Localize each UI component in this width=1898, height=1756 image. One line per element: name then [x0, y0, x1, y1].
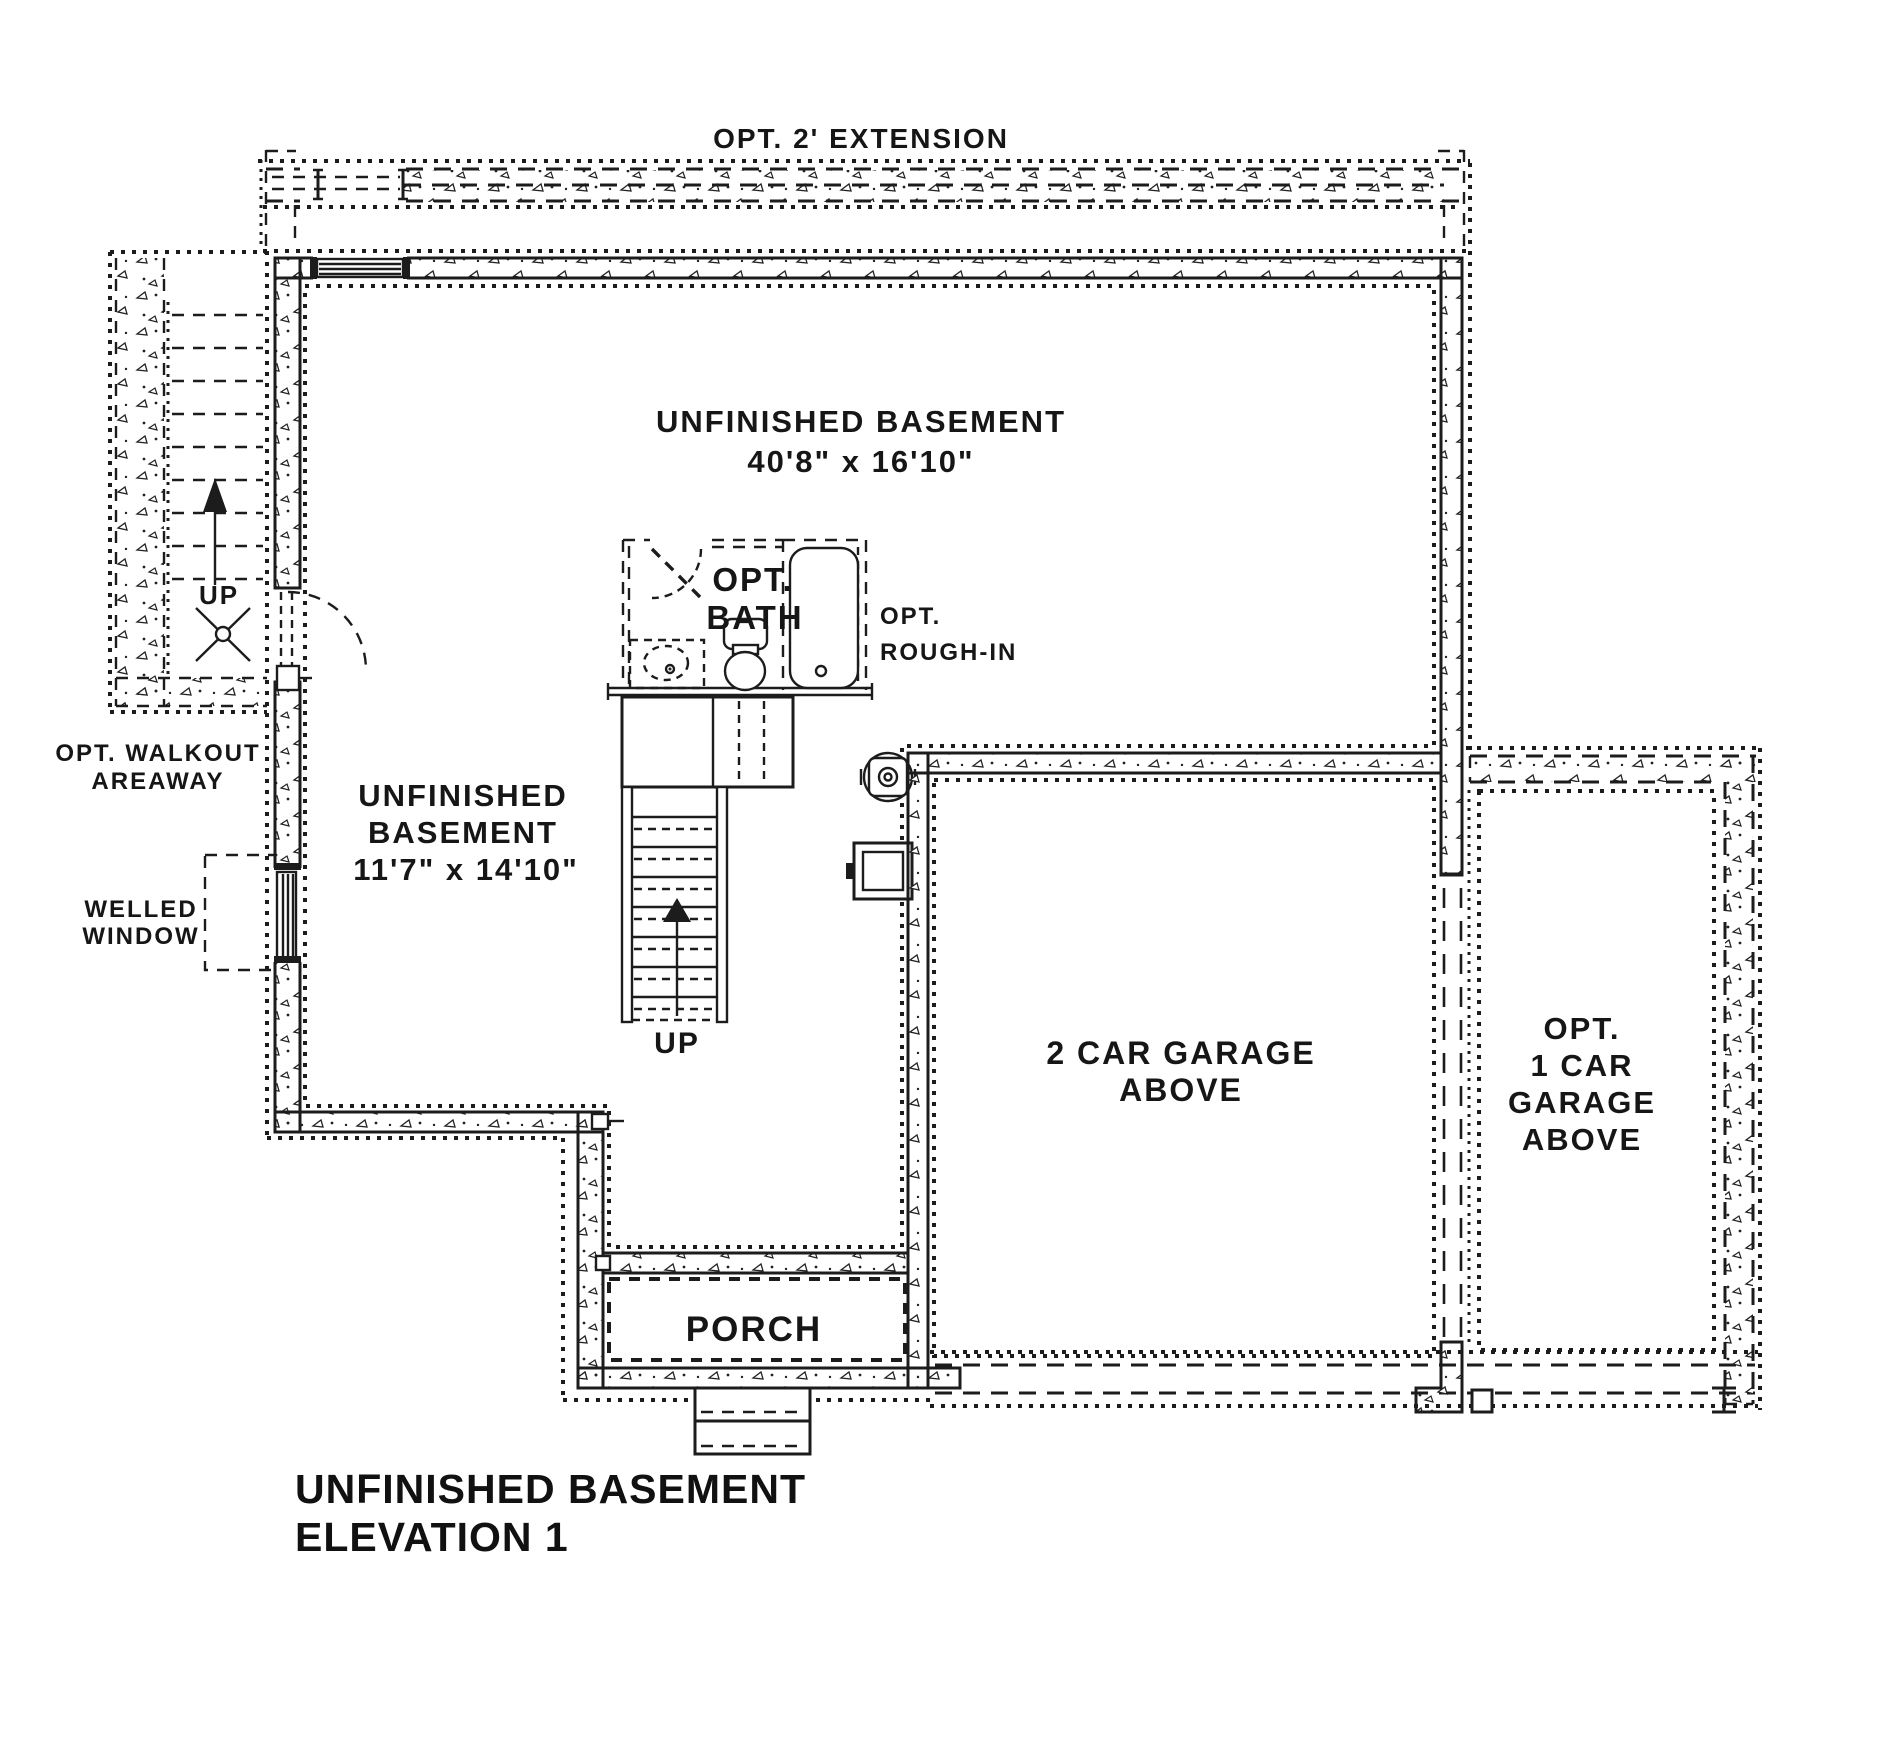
porch-post-symbol	[594, 1254, 612, 1272]
label-walkout-2: AREAWAY	[91, 768, 224, 795]
label-garage1-3: GARAGE	[1508, 1085, 1656, 1120]
porch-foundation	[576, 1251, 962, 1390]
label-rough-in-2: ROUGH-IN	[880, 639, 1017, 666]
label-opt-extension: OPT. 2' EXTENSION	[713, 123, 1009, 154]
label-garage1-2: 1 CAR	[1530, 1048, 1633, 1083]
floor-drain-icon	[195, 607, 251, 662]
areaway-up-arrow	[203, 478, 227, 585]
optional-extension-wall	[258, 149, 1470, 250]
furnace-icon	[846, 841, 914, 901]
garage-north-wall	[906, 751, 1443, 775]
areaway-door	[275, 590, 368, 692]
label-opt-bath-1: OPT.	[712, 561, 793, 598]
porch-slab-line	[607, 1277, 907, 1362]
label-rough-in-1: OPT.	[880, 603, 941, 630]
east-wall	[1439, 256, 1464, 877]
extension-window	[272, 166, 408, 204]
north-wall	[273, 256, 1464, 280]
front-steps	[693, 1386, 812, 1456]
label-stairs-up: UP	[654, 1027, 700, 1060]
sheet-title-line1: UNFINISHED BASEMENT	[295, 1466, 806, 1512]
pier-L	[1414, 1340, 1464, 1414]
sink-icon	[628, 638, 706, 690]
label-garage2-2: ABOVE	[1119, 1072, 1243, 1108]
garage-west-wall	[906, 751, 930, 1390]
foundation-walls	[273, 256, 1464, 1390]
label-welled-1: WELLED	[84, 896, 197, 923]
south-wall	[273, 1110, 605, 1134]
opt-bath	[606, 538, 874, 700]
label-areaway-up: UP	[199, 580, 239, 610]
areaway-steps	[172, 313, 263, 581]
toilet-icon	[722, 617, 769, 692]
label-welled-2: WINDOW	[82, 923, 199, 950]
label-small-basement-dims: 11'7" x 14'10"	[353, 852, 579, 887]
label-garage2-1: 2 CAR GARAGE	[1046, 1035, 1315, 1071]
stairs	[620, 695, 795, 1024]
label-garage1-1: OPT.	[1544, 1011, 1621, 1046]
label-walkout-1: OPT. WALKOUT	[55, 740, 260, 767]
water-heater-icon	[859, 751, 917, 803]
label-porch: PORCH	[686, 1310, 822, 1349]
label-small-basement-2: BASEMENT	[368, 815, 558, 850]
garage-1car-walls	[1466, 746, 1762, 1410]
post-symbol	[590, 1112, 610, 1131]
label-opt-bath-2: BATH	[706, 599, 803, 636]
label-main-basement-name: UNFINISHED BASEMENT	[656, 404, 1066, 439]
bathtub-icon	[788, 546, 860, 690]
sheet-title-line2: ELEVATION 1	[295, 1514, 569, 1560]
label-main-basement-dims: 40'8" x 16'10"	[747, 444, 974, 479]
pier-square	[1470, 1388, 1494, 1414]
stairs-up-arrow	[663, 898, 691, 1016]
mechanical-equipment	[846, 751, 917, 901]
walkout-areaway	[108, 250, 368, 714]
labels: OPT. 2' EXTENSION UNFINISHED BASEMENT 40…	[55, 123, 1656, 1560]
welled-window	[203, 853, 302, 972]
label-garage1-4: ABOVE	[1522, 1122, 1642, 1157]
label-small-basement-1: UNFINISHED	[358, 778, 567, 813]
garage-foundation	[906, 746, 1762, 1414]
pier-ibeam	[1712, 1386, 1736, 1414]
basement-window-north	[310, 256, 410, 280]
